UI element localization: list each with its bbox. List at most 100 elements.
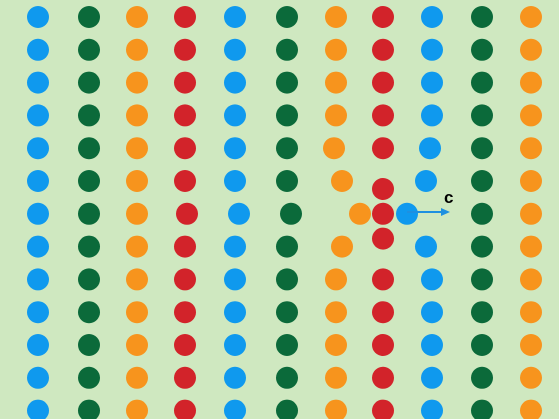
dot-green: [78, 170, 100, 192]
dot-orange: [126, 104, 148, 126]
dot-red: [372, 228, 394, 250]
dot-red: [174, 367, 196, 389]
dot-orange: [520, 334, 542, 356]
dot-blue: [421, 334, 443, 356]
dot-blue: [415, 236, 437, 258]
dot-orange: [520, 137, 542, 159]
dot-blue: [224, 104, 246, 126]
dot-green: [471, 6, 493, 28]
dot-blue: [224, 236, 246, 258]
dot-red: [176, 203, 198, 225]
dot-green: [276, 6, 298, 28]
dot-blue: [224, 72, 246, 94]
dot-blue: [224, 137, 246, 159]
dot-red: [174, 39, 196, 61]
dot-blue: [27, 72, 49, 94]
dot-green: [471, 203, 493, 225]
dot-orange: [520, 301, 542, 323]
dot-orange: [520, 39, 542, 61]
dot-blue: [396, 203, 418, 225]
dot-red: [174, 301, 196, 323]
dot-orange: [325, 268, 347, 290]
dot-green: [276, 236, 298, 258]
dot-blue: [27, 367, 49, 389]
dot-green: [276, 137, 298, 159]
dot-blue: [421, 39, 443, 61]
dot-red: [372, 203, 394, 225]
dot-green: [471, 367, 493, 389]
dot-orange: [520, 104, 542, 126]
dot-blue: [421, 367, 443, 389]
dot-blue: [224, 6, 246, 28]
dot-red: [372, 137, 394, 159]
dot-green: [78, 367, 100, 389]
dot-green: [78, 39, 100, 61]
dot-red: [372, 301, 394, 323]
dot-green: [471, 236, 493, 258]
dot-orange: [331, 236, 353, 258]
dot-orange: [325, 6, 347, 28]
dot-orange: [325, 39, 347, 61]
dot-orange: [520, 6, 542, 28]
dot-red: [372, 72, 394, 94]
dot-green: [471, 72, 493, 94]
dot-green: [471, 301, 493, 323]
dot-red: [372, 268, 394, 290]
dot-green: [276, 301, 298, 323]
dot-blue: [224, 301, 246, 323]
dot-green: [471, 334, 493, 356]
dot-orange: [126, 367, 148, 389]
dot-red: [174, 72, 196, 94]
dot-orange: [126, 236, 148, 258]
dot-orange: [331, 170, 353, 192]
dot-orange: [126, 137, 148, 159]
dot-orange: [520, 203, 542, 225]
dot-blue: [27, 334, 49, 356]
dot-orange: [126, 268, 148, 290]
dot-blue: [27, 268, 49, 290]
dot-red: [372, 334, 394, 356]
dot-red: [174, 236, 196, 258]
dot-red: [174, 137, 196, 159]
dot-green: [471, 137, 493, 159]
dot-blue: [419, 137, 441, 159]
dot-green: [471, 104, 493, 126]
dot-blue: [224, 367, 246, 389]
dot-blue: [27, 236, 49, 258]
dot-orange: [325, 104, 347, 126]
dot-red: [174, 170, 196, 192]
dot-green: [78, 268, 100, 290]
dot-green: [276, 334, 298, 356]
dot-blue: [224, 170, 246, 192]
dot-blue: [27, 104, 49, 126]
dot-red: [372, 367, 394, 389]
dot-orange: [325, 72, 347, 94]
arrow-label-c: c: [444, 188, 453, 207]
dot-green: [276, 367, 298, 389]
dot-orange: [126, 334, 148, 356]
dot-orange: [323, 137, 345, 159]
dot-orange: [520, 72, 542, 94]
dot-orange: [349, 203, 371, 225]
dot-green: [78, 72, 100, 94]
dot-orange: [126, 203, 148, 225]
dot-orange: [126, 6, 148, 28]
dot-green: [78, 137, 100, 159]
dot-green: [276, 268, 298, 290]
dot-red: [372, 6, 394, 28]
dot-green: [78, 104, 100, 126]
dot-green: [471, 268, 493, 290]
dot-red: [174, 104, 196, 126]
dot-green: [78, 203, 100, 225]
dot-orange: [325, 301, 347, 323]
dot-blue: [27, 137, 49, 159]
dot-green: [276, 170, 298, 192]
dot-orange: [325, 334, 347, 356]
dot-blue: [421, 104, 443, 126]
dot-blue: [421, 301, 443, 323]
dot-blue: [27, 170, 49, 192]
dot-orange: [520, 268, 542, 290]
dot-orange: [126, 170, 148, 192]
